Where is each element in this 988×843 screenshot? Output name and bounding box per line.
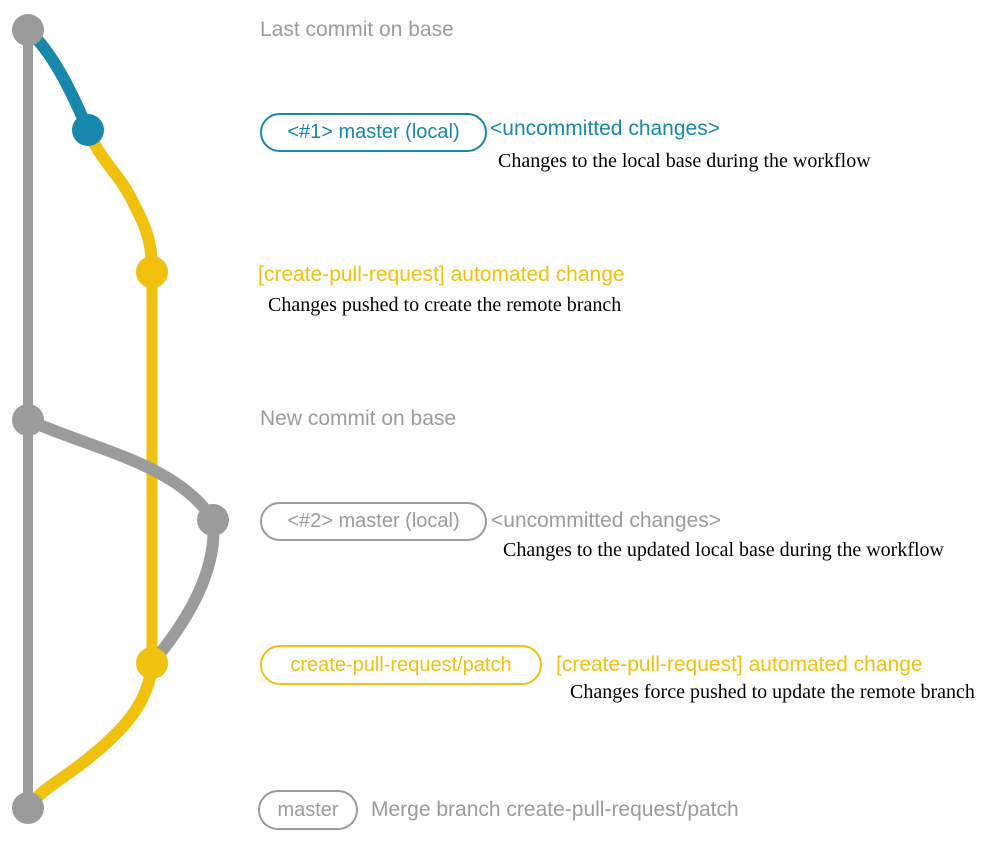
caption-automated-change-2: Changes force pushed to update the remot… [570,681,975,703]
heading-new-commit-on-base: New commit on base [260,407,457,430]
edge-merge-to-base [22,657,158,814]
commit-message-automated-change-2: [create-pull-request] automated change [556,653,923,676]
edge-uncommitted-changes-2 [22,414,219,526]
commit-dot-new-commit-on-base [12,404,44,436]
commit-dot-uncommitted-2 [197,504,229,536]
branch-badge-master: master [258,790,358,830]
caption-uncommitted-1: Changes to the local base during the wor… [498,150,871,172]
commit-message-uncommitted-2: <uncommitted changes> [491,509,721,532]
commit-dot-automated-change-2 [136,647,168,679]
commit-dot-automated-change-1 [136,256,168,288]
caption-automated-change-1: Changes pushed to create the remote bran… [268,294,622,316]
branch-badge-master-local-1: <#1> master (local) [260,113,487,152]
commit-message-uncommitted-1: <uncommitted changes> [490,117,720,140]
commit-dot-uncommitted-1 [72,114,104,146]
commit-message-merge: Merge branch create-pull-request/patch [371,798,739,821]
commit-message-automated-change-1: [create-pull-request] automated change [258,263,625,286]
commit-dot-merge-commit [12,792,44,824]
commit-dot-last-commit-on-base [12,14,44,46]
branch-badge-create-pull-request-patch: create-pull-request/patch [260,645,542,685]
edge-uncommitted-changes-1 [22,24,94,136]
edge-rebase-to-patch [146,514,220,669]
edge-to-patch-branch [82,124,158,278]
heading-last-commit-on-base: Last commit on base [260,18,454,41]
branch-badge-master-local-2: <#2> master (local) [260,502,487,541]
caption-uncommitted-2: Changes to the updated local base during… [503,539,944,561]
